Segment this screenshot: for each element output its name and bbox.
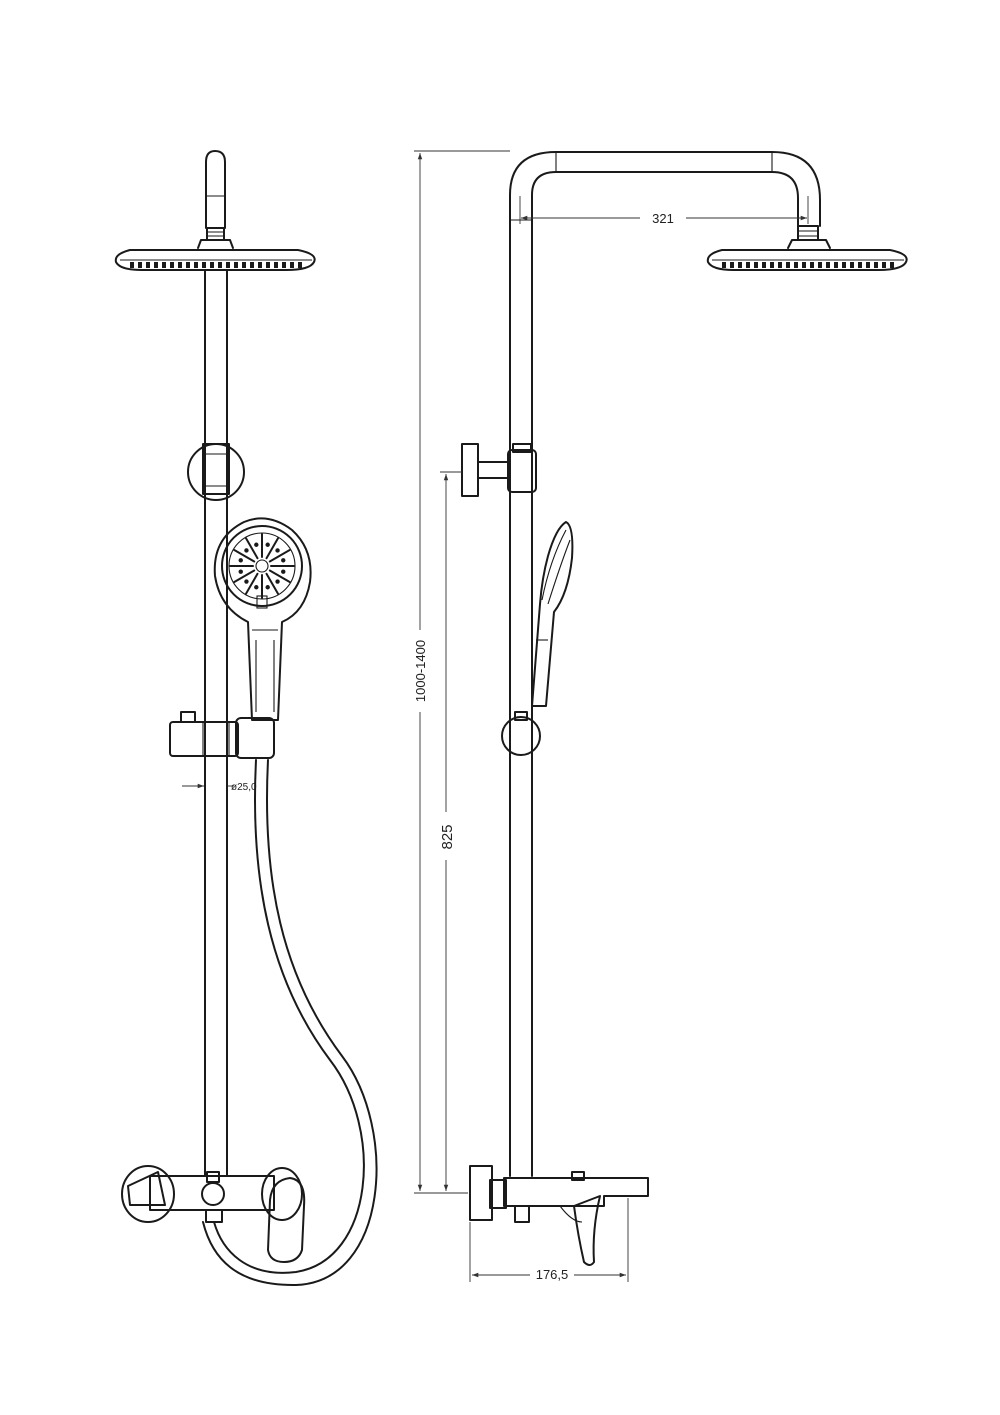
- nozzle: [842, 262, 846, 268]
- front-view: ø25,0: [114, 150, 378, 1287]
- hand-shower-spray-pattern: [229, 533, 295, 599]
- side-wall-bracket: [461, 443, 537, 497]
- nozzle: [890, 262, 894, 268]
- spray-nozzle: [244, 579, 249, 584]
- spray-nozzle: [281, 558, 286, 563]
- nozzle: [290, 262, 294, 268]
- rail-diameter-label: ø25,0: [231, 782, 257, 793]
- nozzle: [730, 262, 734, 268]
- nozzle: [834, 262, 838, 268]
- nozzle: [762, 262, 766, 268]
- arm-reach-label: 321: [652, 211, 674, 226]
- nozzle: [770, 262, 774, 268]
- front-nozzle-row: [130, 262, 302, 268]
- dimension-slider-to-mixer: 825: [439, 471, 462, 1191]
- nozzle: [802, 262, 806, 268]
- nozzle: [130, 262, 134, 268]
- spray-nozzle: [254, 542, 259, 547]
- spray-nozzle: [281, 569, 286, 574]
- nozzle: [810, 262, 814, 268]
- side-view: [461, 151, 908, 1266]
- nozzle: [210, 262, 214, 268]
- nozzle: [858, 262, 862, 268]
- nozzle: [818, 262, 822, 268]
- spray-nozzle: [275, 579, 280, 584]
- front-hand-shower: [213, 517, 312, 721]
- spray-nozzle: [265, 585, 270, 590]
- nozzle: [778, 262, 782, 268]
- total-height-label: 1000-1400: [413, 640, 428, 702]
- front-wall-bracket: [187, 443, 245, 501]
- nozzle: [274, 262, 278, 268]
- front-rain-head: [114, 249, 316, 271]
- nozzle: [234, 262, 238, 268]
- nozzle: [298, 262, 302, 268]
- nozzle: [194, 262, 198, 268]
- nozzle: [162, 262, 166, 268]
- dimension-arm-reach: 321: [519, 196, 809, 226]
- slider-to-mixer-label: 825: [439, 824, 456, 849]
- nozzle: [282, 262, 286, 268]
- spray-nozzle: [238, 558, 243, 563]
- spray-spoke: [268, 569, 291, 583]
- nozzle: [146, 262, 150, 268]
- spray-spoke: [245, 537, 259, 560]
- nozzle: [178, 262, 182, 268]
- side-hand-shower: [531, 521, 574, 707]
- spray-spoke: [233, 569, 256, 583]
- spray-nozzle: [254, 585, 259, 590]
- dimension-total-height: 1000-1400: [413, 150, 510, 1194]
- nozzle: [258, 262, 262, 268]
- nozzle: [874, 262, 878, 268]
- side-mixer: [469, 1165, 649, 1266]
- nozzle: [202, 262, 206, 268]
- side-riser-and-arm: [509, 151, 821, 1177]
- nozzle: [226, 262, 230, 268]
- spray-spoke: [265, 572, 279, 595]
- rail-diameter-dimension: ø25,0: [182, 782, 257, 793]
- nozzle: [866, 262, 870, 268]
- nozzle: [746, 262, 750, 268]
- front-mixer: [121, 1165, 306, 1263]
- nozzle: [754, 262, 758, 268]
- nozzle: [218, 262, 222, 268]
- side-slider: [501, 711, 541, 756]
- nozzle: [882, 262, 886, 268]
- front-hose: [202, 759, 378, 1287]
- spray-nozzle: [265, 542, 270, 547]
- front-slider: [169, 711, 275, 759]
- nozzle: [786, 262, 790, 268]
- nozzle: [250, 262, 254, 268]
- nozzle: [242, 262, 246, 268]
- side-nozzle-row: [722, 262, 894, 268]
- nozzle: [186, 262, 190, 268]
- side-rain-head: [706, 225, 908, 271]
- nozzle: [154, 262, 158, 268]
- nozzle: [138, 262, 142, 268]
- nozzle: [794, 262, 798, 268]
- spray-nozzle: [244, 548, 249, 553]
- spray-spoke: [268, 549, 291, 563]
- front-arm-top: [197, 150, 234, 249]
- dimension-wall-projection: 176,5: [469, 1198, 629, 1282]
- nozzle: [738, 262, 742, 268]
- nozzle: [826, 262, 830, 268]
- nozzle: [170, 262, 174, 268]
- spray-spoke: [233, 549, 256, 563]
- spray-spoke: [245, 572, 259, 595]
- nozzle: [722, 262, 726, 268]
- spray-spoke: [265, 537, 279, 560]
- spray-nozzle: [275, 548, 280, 553]
- nozzle: [266, 262, 270, 268]
- wall-projection-label: 176,5: [536, 1267, 569, 1282]
- nozzle: [850, 262, 854, 268]
- spray-nozzle: [238, 569, 243, 574]
